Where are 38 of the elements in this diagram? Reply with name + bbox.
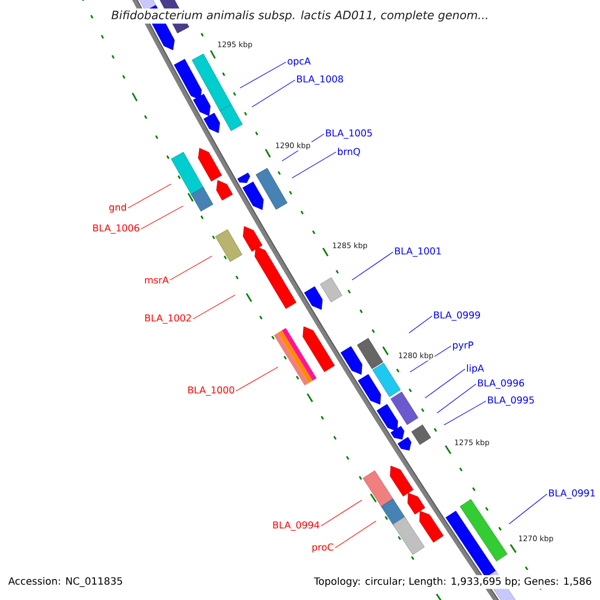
gene-label: BLA_0996 xyxy=(478,379,524,389)
gene-label: BLA_1000 xyxy=(188,386,234,396)
gene-label: pyrP xyxy=(453,342,474,350)
leader-line xyxy=(508,494,548,524)
leader-line xyxy=(436,384,476,414)
gene-label: BLA_1002 xyxy=(145,314,191,324)
gene-label: brnQ xyxy=(338,148,360,156)
leader-line xyxy=(292,152,336,178)
title: Bifidobacterium animalis subsp. lactis AD011, complete genom... xyxy=(109,8,491,24)
leader-line xyxy=(140,206,184,230)
gene-label: BLA_0999 xyxy=(434,311,480,321)
leader-line xyxy=(320,500,362,526)
gene-label: opcA xyxy=(288,58,311,66)
leader-line xyxy=(408,316,432,334)
leader-line xyxy=(352,252,394,280)
gene-label: BLA_1001 xyxy=(395,247,441,257)
leader-line xyxy=(236,366,278,392)
leader-line xyxy=(334,520,376,548)
leader-line xyxy=(252,80,296,108)
gene-label: gnd xyxy=(109,203,126,213)
gene-label: lipA xyxy=(467,364,484,374)
leader-line xyxy=(128,184,172,208)
footer-text: Accession: NC_011835 xyxy=(6,575,125,589)
gene-label: BLA_0991 xyxy=(549,489,595,499)
gene-label: msrA xyxy=(145,276,169,284)
gene-label: BLA_1008 xyxy=(297,75,343,85)
gene-label: proC xyxy=(312,544,334,553)
leader-line xyxy=(410,346,452,372)
leader-line xyxy=(170,256,212,280)
gene-label: BLA_0994 xyxy=(273,521,320,531)
leader-line xyxy=(424,368,466,398)
leader-line xyxy=(240,62,286,88)
footer-text: Topology: circular; Length: 1,933,695 bp; Genes: 1,586 xyxy=(312,575,594,589)
gene-label: BLA_1005 xyxy=(326,129,372,139)
leader-line xyxy=(192,294,236,320)
gene-label: BLA_1006 xyxy=(93,224,140,234)
gene-label: BLA_0995 xyxy=(488,396,534,406)
leader-line xyxy=(444,400,486,426)
